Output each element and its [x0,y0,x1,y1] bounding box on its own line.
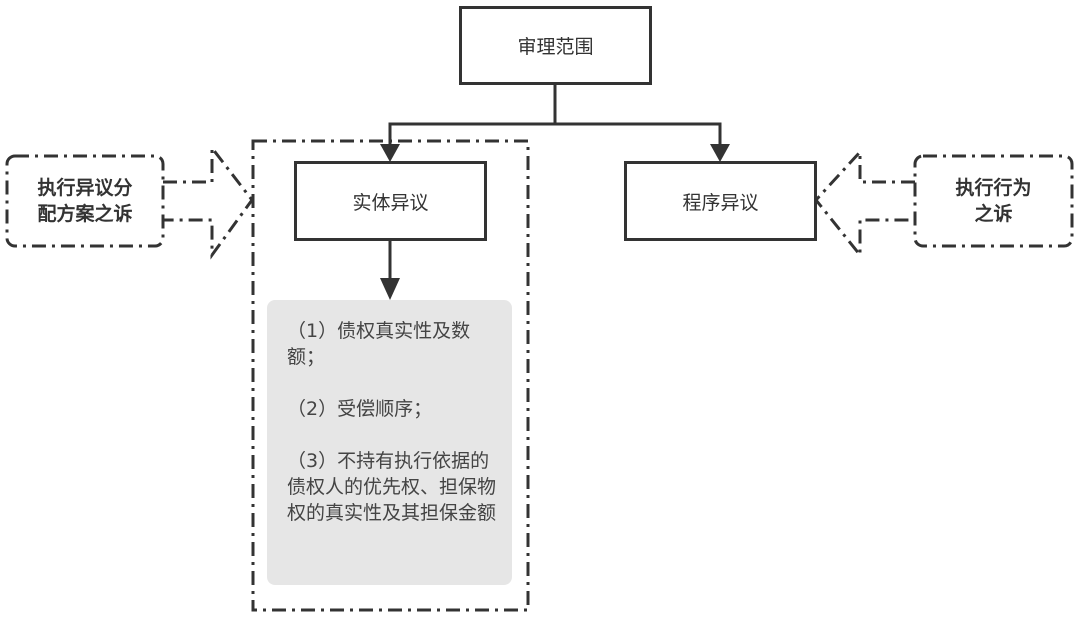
arrow-to-procedural [710,144,730,162]
detail-item: （2）受偿顺序； [287,398,433,420]
left-source-frame [5,154,165,248]
right-source-node[interactable]: 执行行为 之诉 [915,156,1072,246]
right-block-arrow [814,148,915,260]
branch-connector [388,122,722,148]
detail-item: （3）不持有执行依据的债权人的优先权、担保物权的真实性及其担保金额 [287,450,497,524]
root-node[interactable]: 审理范围 [459,6,652,85]
substantive-details-box: （1）债权真实性及数额； （2）受偿顺序； （3）不持有执行依据的债权人的优先权… [267,300,512,585]
right-source-label-line1: 执行行为 [955,177,1032,199]
left-source-label-line1: 执行异议分 [37,177,133,199]
right-source-frame [913,154,1074,248]
substantive-objection-node[interactable]: 实体异议 [294,161,487,241]
left-source-label-line2: 配方案之诉 [37,203,133,225]
arrow-to-substantive [380,144,400,162]
procedural-objection-node[interactable]: 程序异议 [624,161,817,241]
procedural-objection-label: 程序异议 [682,191,759,214]
root-node-label: 审理范围 [517,36,594,58]
left-block-arrow [163,143,254,260]
substantive-objection-label: 实体异议 [352,191,429,214]
left-source-node[interactable]: 执行异议分 配方案之诉 [7,156,163,246]
right-source-label-line2: 之诉 [974,203,1013,225]
detail-item: （1）债权真实性及数额； [287,320,471,368]
arrow-to-details [380,278,400,300]
